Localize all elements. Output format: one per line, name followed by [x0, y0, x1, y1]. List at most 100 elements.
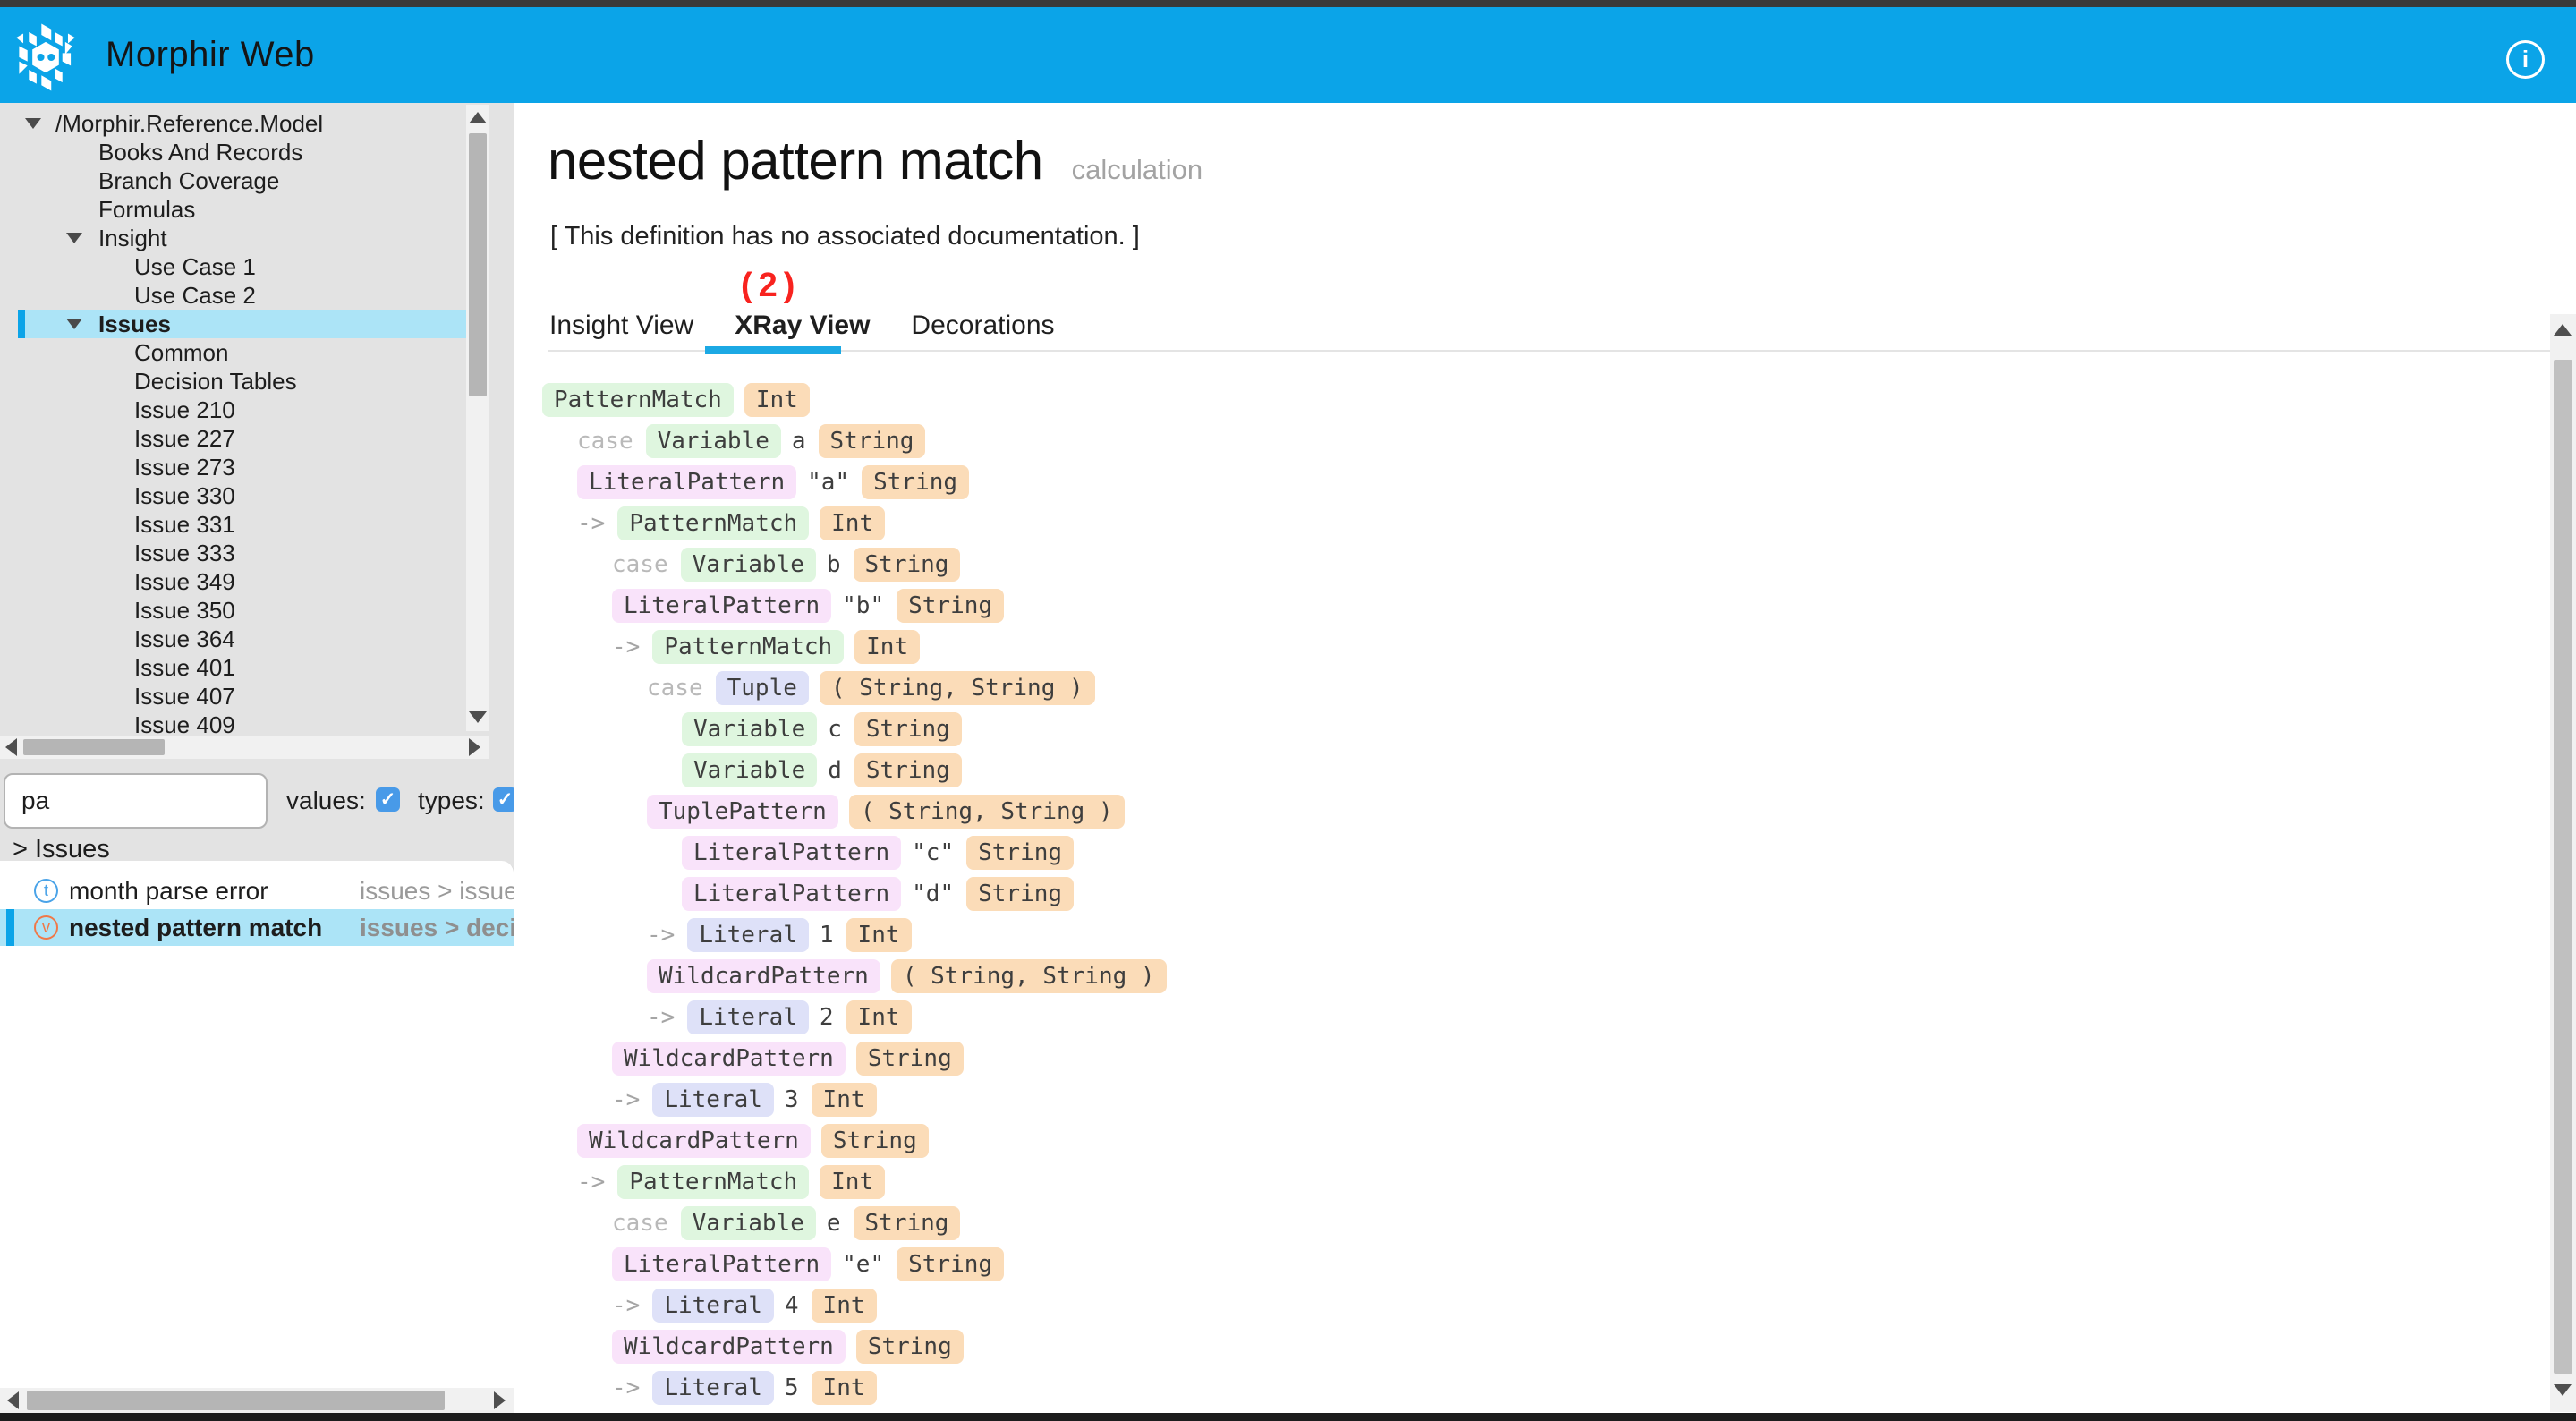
scroll-left-icon[interactable] — [7, 1391, 19, 1409]
xray-tag: ( String, String ) — [848, 795, 1125, 829]
tree-item-issue-350[interactable]: Issue 350 — [0, 596, 466, 625]
tree-item-decision-tables[interactable]: Decision Tables — [0, 367, 466, 396]
xray-arrow: -> — [647, 922, 676, 949]
xray-tag: Int — [811, 1289, 877, 1323]
xray-text: d — [828, 757, 842, 784]
tree-item-issue-227[interactable]: Issue 227 — [0, 424, 466, 453]
values-label: values: — [286, 787, 366, 814]
values-checkbox[interactable]: ✓ — [376, 787, 400, 812]
tree-vscrollbar[interactable] — [466, 105, 489, 731]
tree-item-issues[interactable]: Issues — [0, 310, 466, 338]
xray-tag: WildcardPattern — [647, 959, 880, 993]
tree-item-insight[interactable]: Insight — [0, 224, 466, 252]
xray-text: 3 — [784, 1086, 799, 1113]
xray-tag: String — [820, 1124, 929, 1158]
tree-hscrollbar-thumb[interactable] — [23, 739, 165, 755]
xray-text: b — [826, 551, 841, 578]
sidebar-hscrollbar[interactable] — [0, 1388, 514, 1413]
tree-vscrollbar-thumb[interactable] — [469, 133, 487, 396]
value-badge-icon: v — [34, 915, 58, 940]
tree-item-issue-401[interactable]: Issue 401 — [0, 653, 466, 682]
tree-item-morphir-reference-model[interactable]: /Morphir.Reference.Model — [0, 109, 466, 138]
main-vscrollbar-thumb[interactable] — [2554, 360, 2572, 1374]
xray-text: "e" — [842, 1251, 885, 1278]
scroll-up-icon[interactable] — [469, 112, 487, 123]
xray-tag: String — [818, 424, 926, 458]
page-kind-label: calculation — [1071, 154, 1203, 185]
tree-item-common[interactable]: Common — [0, 338, 466, 367]
xray-keyword: case — [577, 428, 633, 455]
tree-item-issue-364[interactable]: Issue 364 — [0, 625, 466, 653]
tree-item-issue-409[interactable]: Issue 409 — [0, 710, 466, 739]
xray-line: LiteralPattern"c"String — [682, 836, 1084, 870]
chevron-down-icon[interactable] — [66, 319, 82, 329]
scroll-left-icon[interactable] — [5, 738, 17, 756]
tree-item-label: Books And Records — [98, 138, 303, 166]
tree-item-branch-coverage[interactable]: Branch Coverage — [0, 166, 466, 195]
window-top-strip — [0, 0, 2576, 7]
tree-hscrollbar[interactable] — [0, 736, 489, 759]
tab-decorations[interactable]: Decorations — [911, 311, 1055, 340]
xray-line: -> PatternMatch Int — [612, 630, 931, 664]
xray-tag: WildcardPattern — [577, 1124, 811, 1158]
chevron-down-icon[interactable] — [66, 233, 82, 243]
search-input[interactable] — [4, 773, 268, 829]
xray-tag: Int — [846, 918, 912, 952]
xray-text: 2 — [819, 1004, 834, 1031]
xray-tag: String — [862, 465, 970, 499]
tree-item-issue-349[interactable]: Issue 349 — [0, 567, 466, 596]
sidebar-hscrollbar-thumb[interactable] — [27, 1391, 445, 1410]
scroll-up-icon[interactable] — [2554, 324, 2572, 336]
scroll-right-icon[interactable] — [494, 1391, 506, 1409]
result-path: issues > issue 3 — [360, 876, 514, 905]
tree-item-formulas[interactable]: Formulas — [0, 195, 466, 224]
tree-item-issue-333[interactable]: Issue 333 — [0, 539, 466, 567]
xray-tag: LiteralPattern — [682, 877, 902, 911]
xray-arrow: -> — [612, 634, 641, 660]
main-vscrollbar[interactable] — [2550, 314, 2576, 1412]
tab-xray-view[interactable]: XRay View — [735, 311, 871, 340]
scroll-down-icon[interactable] — [469, 711, 487, 723]
result-label: month parse error — [69, 876, 268, 905]
xray-tag: ( String, String ) — [819, 671, 1095, 705]
scroll-right-icon[interactable] — [469, 738, 480, 756]
xray-tag: Int — [854, 630, 921, 664]
xray-keyword: case — [612, 551, 668, 578]
tab-insight-view[interactable]: Insight View — [549, 311, 694, 340]
xray-tag: Variable — [680, 548, 816, 582]
scroll-down-icon[interactable] — [2554, 1384, 2572, 1396]
xray-tag: String — [966, 877, 1075, 911]
tree-item-use-case-1[interactable]: Use Case 1 — [0, 252, 466, 281]
result-group-header: > Issues — [13, 834, 110, 864]
xray-tag: LiteralPattern — [682, 836, 902, 870]
tree-item-label: Issue 227 — [134, 424, 235, 452]
documentation-note: [ This definition has no associated docu… — [550, 222, 1140, 251]
tree-item-use-case-2[interactable]: Use Case 2 — [0, 281, 466, 310]
tree-item-issue-273[interactable]: Issue 273 — [0, 453, 466, 481]
tree-item-issue-407[interactable]: Issue 407 — [0, 682, 466, 710]
tree-item-issue-210[interactable]: Issue 210 — [0, 396, 466, 424]
chevron-down-icon[interactable] — [25, 118, 41, 129]
xray-tag: PatternMatch — [652, 630, 845, 664]
xray-tag: Variable — [645, 424, 781, 458]
info-icon[interactable]: i — [2506, 40, 2545, 79]
tree-item-label: Issue 364 — [134, 625, 235, 652]
tree-item-issue-331[interactable]: Issue 331 — [0, 510, 466, 539]
tree-item-books-and-records[interactable]: Books And Records — [0, 138, 466, 166]
tree-item-issue-330[interactable]: Issue 330 — [0, 481, 466, 510]
types-checkbox[interactable]: ✓ — [493, 787, 517, 812]
xray-tag: String — [855, 1042, 964, 1076]
xray-tag: String — [897, 1247, 1005, 1281]
tree-item-label: /Morphir.Reference.Model — [55, 109, 324, 137]
tree-item-label: Formulas — [98, 195, 196, 223]
xray-tag: Literal — [652, 1289, 774, 1323]
xray-text: c — [828, 716, 842, 743]
